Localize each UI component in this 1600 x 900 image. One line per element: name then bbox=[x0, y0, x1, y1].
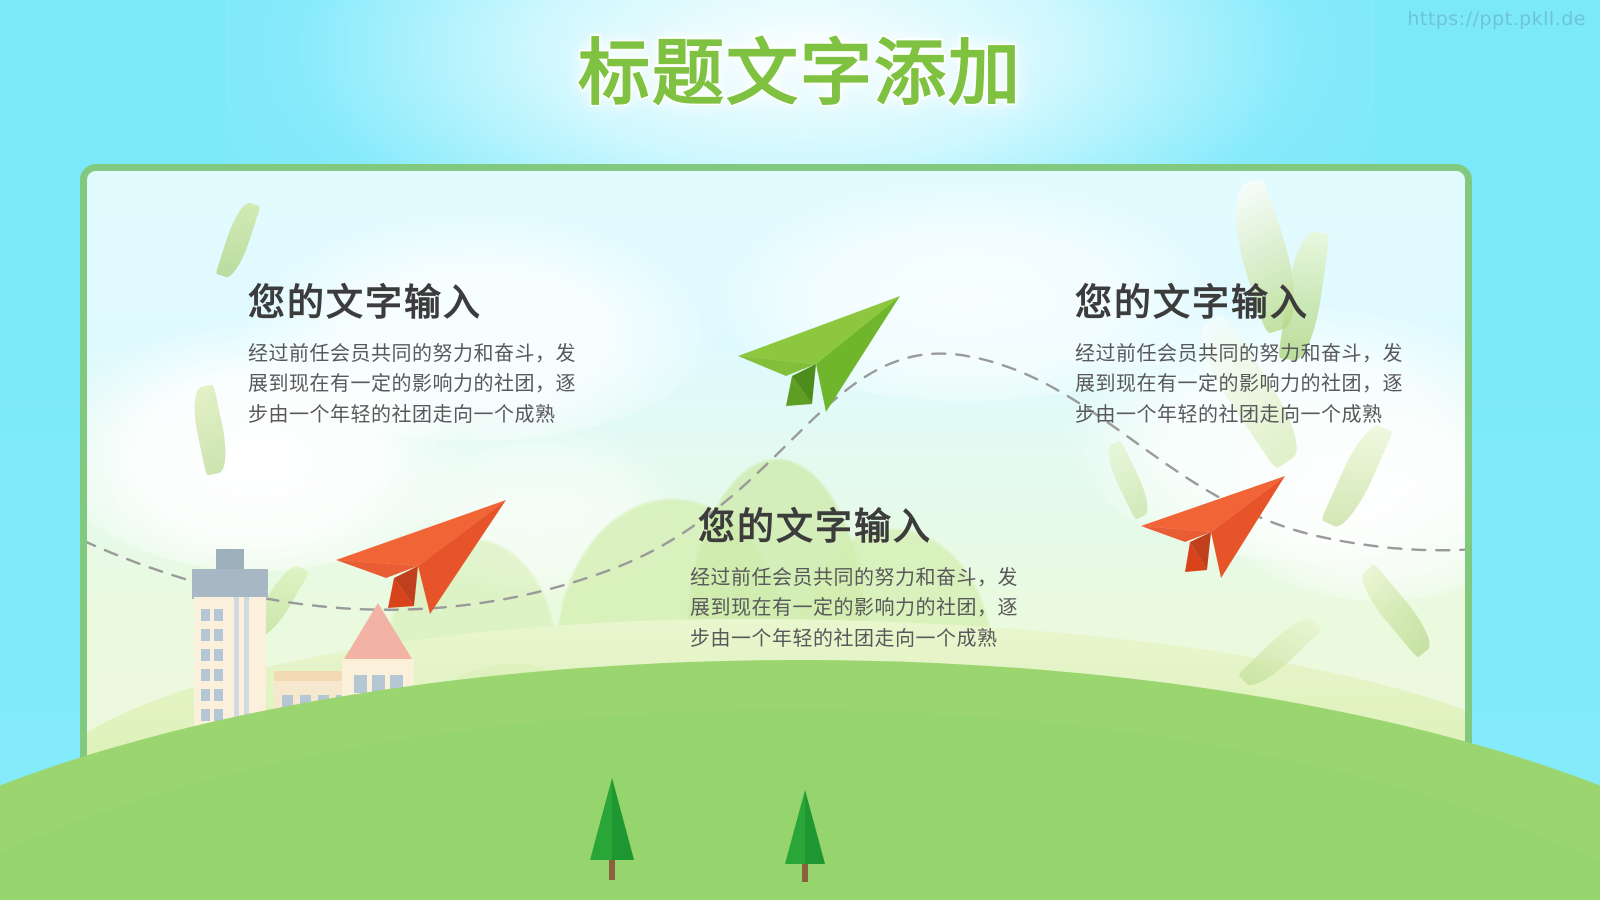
block-heading: 您的文字输入 bbox=[698, 505, 932, 548]
body-line: 展到现在有一定的影响力的社团，逐 bbox=[1075, 371, 1403, 396]
body-line: 步由一个年轻的社团走向一个成熟 bbox=[690, 625, 998, 650]
block-heading: 您的文字输入 bbox=[1075, 281, 1309, 324]
plane-orange-left bbox=[330, 482, 540, 627]
block-body: 经过前任会员共同的努力和奋斗，发 展到现在有一定的影响力的社团，逐 步由一个年轻… bbox=[690, 562, 1020, 653]
plane-orange-right bbox=[1135, 460, 1315, 590]
text-block-left: 您的文字输入 经过前任会员共同的努力和奋斗，发 展到现在有一定的影响力的社团，逐… bbox=[248, 272, 578, 429]
conifer-trees bbox=[560, 768, 890, 892]
body-line: 经过前任会员共同的努力和奋斗，发 bbox=[1075, 341, 1403, 365]
body-line: 展到现在有一定的影响力的社团，逐 bbox=[690, 595, 1018, 620]
block-body: 经过前任会员共同的努力和奋斗，发 展到现在有一定的影响力的社团，逐 步由一个年轻… bbox=[1075, 338, 1405, 429]
watermark-url: https://ppt.pkll.de bbox=[1407, 8, 1586, 30]
text-block-center: 您的文字输入 经过前任会员共同的努力和奋斗，发 展到现在有一定的影响力的社团，逐… bbox=[690, 496, 1020, 653]
block-body: 经过前任会员共同的努力和奋斗，发 展到现在有一定的影响力的社团，逐 步由一个年轻… bbox=[248, 338, 578, 429]
block-heading: 您的文字输入 bbox=[248, 281, 482, 324]
body-line: 步由一个年轻的社团走向一个成熟 bbox=[248, 401, 556, 426]
dashed-flight-path bbox=[87, 352, 1465, 611]
text-block-right: 您的文字输入 经过前任会员共同的努力和奋斗，发 展到现在有一定的影响力的社团，逐… bbox=[1075, 272, 1405, 429]
plane-green-center bbox=[730, 284, 930, 424]
page-title: 标题文字添加 bbox=[576, 31, 1022, 115]
body-line: 步由一个年轻的社团走向一个成熟 bbox=[1075, 401, 1383, 426]
body-line: 展到现在有一定的影响力的社团，逐 bbox=[248, 371, 576, 396]
body-line: 经过前任会员共同的努力和奋斗，发 bbox=[690, 565, 1018, 589]
body-line: 经过前任会员共同的努力和奋斗，发 bbox=[248, 341, 576, 365]
